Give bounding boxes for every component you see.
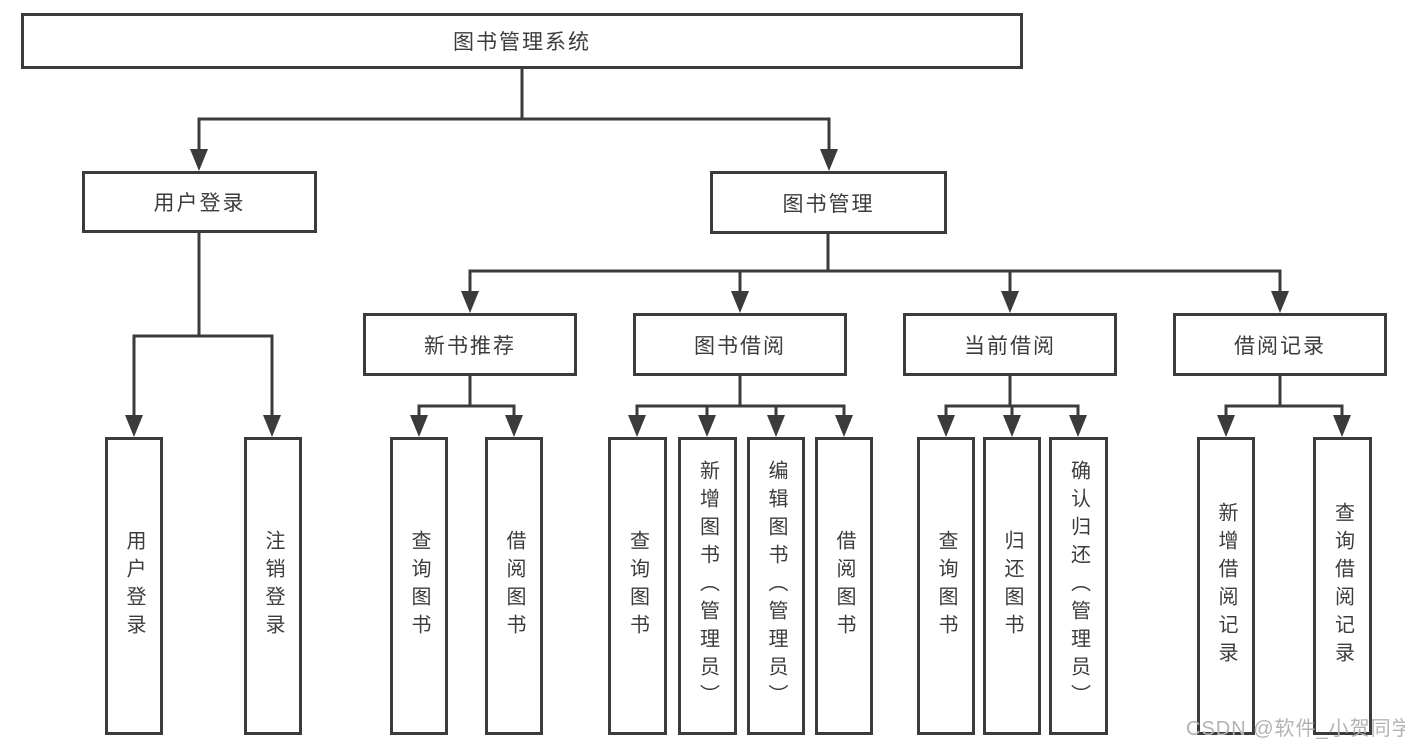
leaf-label: 编辑图书（管理员） [765, 460, 787, 712]
arrowheads [125, 149, 1351, 437]
leaf-logout: 注销登录 [244, 437, 302, 735]
leaf-label: 新增借阅记录 [1215, 502, 1237, 670]
leaf-borrow-books-recommendation: 借阅图书 [485, 437, 543, 735]
leaf-label: 注销登录 [262, 530, 284, 642]
node-label: 图书管理系统 [453, 31, 591, 54]
leaf-label: 用户登录 [123, 530, 145, 642]
leaf-query-books-borrowing: 查询图书 [608, 437, 667, 735]
leaf-return-books: 归还图书 [983, 437, 1041, 735]
node-new-book-recommendation: 新书推荐 [363, 313, 577, 376]
leaf-add-borrowing-record: 新增借阅记录 [1197, 437, 1255, 735]
node-user-login-branch: 用户登录 [82, 171, 317, 233]
leaf-label: 新增图书（管理员） [696, 460, 719, 712]
leaf-query-books-current: 查询图书 [917, 437, 975, 735]
node-label: 新书推荐 [424, 334, 516, 358]
leaf-label: 确认归还（管理员） [1067, 460, 1090, 712]
leaf-add-books-admin: 新增图书（管理员） [678, 437, 737, 735]
leaf-user-login: 用户登录 [105, 437, 163, 735]
csdn-watermark: CSDN @软件_小贺同学 [1186, 718, 1405, 740]
leaf-label: 查询图书 [935, 530, 957, 642]
node-label: 图书借阅 [694, 334, 786, 358]
leaf-query-borrowing-record: 查询借阅记录 [1313, 437, 1372, 735]
node-book-management-branch: 图书管理 [710, 171, 947, 234]
leaf-query-books-recommendation: 查询图书 [390, 437, 448, 735]
leaf-label: 归还图书 [1001, 530, 1023, 642]
leaf-label: 查询借阅记录 [1331, 502, 1354, 670]
node-borrowing-records: 借阅记录 [1173, 313, 1387, 376]
leaf-borrow-books-borrowing: 借阅图书 [815, 437, 873, 735]
node-label: 当前借阅 [964, 334, 1056, 358]
leaf-label: 借阅图书 [833, 530, 855, 642]
node-label: 借阅记录 [1234, 334, 1326, 358]
node-library-management-system: 图书管理系统 [21, 13, 1023, 69]
leaf-confirm-return-admin: 确认归还（管理员） [1049, 437, 1108, 735]
leaf-label: 查询图书 [408, 530, 430, 642]
leaf-label: 查询图书 [626, 530, 649, 642]
node-book-borrowing: 图书借阅 [633, 313, 847, 376]
node-label: 图书管理 [782, 192, 875, 216]
node-current-borrowing: 当前借阅 [903, 313, 1117, 376]
leaf-label: 借阅图书 [503, 530, 525, 642]
leaf-edit-books-admin: 编辑图书（管理员） [747, 437, 805, 735]
node-label: 用户登录 [153, 192, 246, 215]
